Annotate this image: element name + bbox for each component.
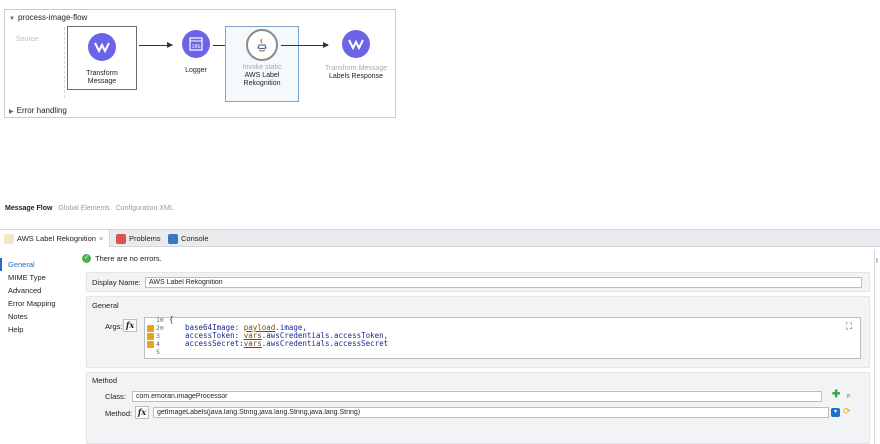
method-section-title: Method (92, 376, 118, 385)
logger-node[interactable]: 10G Logger (171, 30, 221, 90)
refresh-icon[interactable]: ⟳ (843, 406, 851, 416)
tab-configuration-xml[interactable]: Configuration XML (115, 205, 174, 212)
error-handling-section[interactable]: ▶Error handling (9, 106, 67, 115)
flow-view-tabs: Message Flow Global Elements Configurati… (5, 205, 178, 212)
line-number: 3 (156, 332, 160, 340)
fx-toggle-button[interactable]: fx (135, 406, 149, 419)
labels-response-node[interactable]: Transform Message Labels Response (311, 30, 401, 90)
display-name-panel: Display Name: (86, 272, 870, 292)
code-key: accessSecret: (185, 339, 244, 348)
dataweave-icon (342, 30, 370, 58)
properties-content: ✓ There are no errors. Display Name: Gen… (78, 250, 870, 444)
sidebar-item-help[interactable]: Help (8, 325, 24, 334)
error-handling-label: Error handling (16, 106, 67, 115)
dataweave-icon (88, 33, 116, 61)
search-icon[interactable]: ⌕ (846, 390, 852, 400)
logger-icon: 10G (182, 30, 210, 58)
sidebar-item-error-mapping[interactable]: Error Mapping (8, 299, 56, 308)
editor-tab-bar: AWS Label Rekognition × Problems Console (0, 229, 880, 247)
tab-aws-label-rekognition[interactable]: AWS Label Rekognition × (0, 230, 110, 247)
method-select[interactable] (153, 407, 829, 418)
class-input[interactable] (132, 391, 822, 402)
node-label-line1: Transform (86, 70, 118, 77)
problems-icon (116, 233, 126, 244)
flow-arrow (139, 42, 173, 48)
code-line: { (169, 315, 174, 324)
general-section-title: General (92, 301, 119, 310)
class-label: Class: (105, 392, 126, 401)
node-title: Invoke static (242, 64, 282, 71)
console-icon (168, 233, 178, 244)
line-number: 2⊖ (156, 324, 164, 332)
code-var: vars (243, 339, 262, 348)
fx-toggle-button[interactable]: fx (123, 319, 137, 332)
node-label-line2: Rekognition (243, 80, 281, 87)
code-rest: .image, (275, 323, 307, 332)
add-class-icon[interactable]: ✚ (832, 389, 841, 400)
sidebar-item-general[interactable]: General (0, 258, 74, 271)
properties-sidebar: General MIME Type Advanced Error Mapping… (0, 258, 74, 336)
source-area[interactable]: Source (13, 27, 65, 98)
flow-header[interactable]: ▼process-image-flow (9, 13, 87, 22)
check-icon: ✓ (82, 254, 91, 263)
java-icon (4, 233, 14, 244)
collapse-caret-icon[interactable]: ▼ (9, 16, 15, 22)
tab-problems[interactable]: Problems (112, 230, 165, 247)
flow-name: process-image-flow (17, 13, 88, 22)
expand-caret-icon[interactable]: ▶ (9, 109, 14, 115)
args-label: Args: (105, 322, 123, 331)
tab-label: Console (181, 234, 209, 243)
close-icon[interactable]: × (98, 234, 104, 243)
tab-label: AWS Label Rekognition (17, 234, 96, 243)
sidebar-item-notes[interactable]: Notes (8, 312, 28, 321)
status-message: ✓ There are no errors. (82, 254, 162, 263)
java-icon (246, 29, 278, 61)
flow-arrow (281, 42, 329, 48)
right-panel-edge: I (874, 250, 880, 444)
node-label-line1: AWS Label (244, 72, 280, 79)
display-name-label: Display Name: (92, 278, 141, 287)
tab-message-flow[interactable]: Message Flow (5, 205, 53, 212)
code-line: base64Image: payload.image, (185, 323, 307, 332)
source-label: Source (16, 36, 39, 43)
node-label-line1: Labels Response (328, 73, 384, 80)
node-title: Transform Message (325, 65, 387, 72)
code-line: accessSecret:vars.awsCredentials.accessS… (185, 339, 388, 348)
tab-global-elements[interactable]: Global Elements (58, 205, 110, 212)
right-panel-label: I (876, 258, 878, 265)
node-label-line1: Logger (185, 67, 207, 74)
transform-message-node[interactable]: Transform Message (67, 26, 137, 90)
line-number: 5 (156, 348, 160, 356)
line-number: 1⊖ (156, 316, 164, 324)
warning-icon (147, 325, 154, 332)
node-label-line2: Message (87, 78, 117, 85)
sidebar-item-mime-type[interactable]: MIME Type (8, 273, 46, 282)
flow-canvas: ▼process-image-flow Source Transform Mes… (4, 9, 396, 118)
code-var: payload (243, 323, 276, 332)
display-name-input[interactable] (145, 277, 862, 288)
tab-console[interactable]: Console (164, 230, 213, 247)
code-key: base64Image: (185, 323, 244, 332)
status-text: There are no errors. (95, 254, 162, 263)
invoke-static-node[interactable]: Invoke static AWS Label Rekognition (225, 26, 299, 102)
code-rest: .awsCredentials.accessSecret (261, 339, 389, 348)
sidebar-item-advanced[interactable]: Advanced (8, 286, 42, 295)
line-number: 4 (156, 340, 160, 348)
args-code-editor[interactable]: 1⊖ 2⊖ 3 4 5 { base64Image: payload.image… (144, 315, 861, 359)
method-label: Method: (105, 409, 133, 418)
warning-icon (147, 341, 154, 348)
expand-editor-icon[interactable]: ⛶ (845, 322, 852, 332)
code-var: vars (243, 331, 262, 340)
code-line: accessToken: vars.awsCredentials.accessT… (185, 331, 388, 340)
code-rest: .awsCredentials.accessToken, (261, 331, 389, 340)
warning-icon (147, 333, 154, 340)
tab-label: Problems (129, 234, 161, 243)
method-panel: Method Class: ✚ ⌕ Method: fx ▾ ⟳ (86, 372, 870, 444)
code-key: accessToken: (185, 331, 244, 340)
svg-text:10G: 10G (191, 44, 200, 50)
chevron-down-icon[interactable]: ▾ (831, 408, 840, 417)
